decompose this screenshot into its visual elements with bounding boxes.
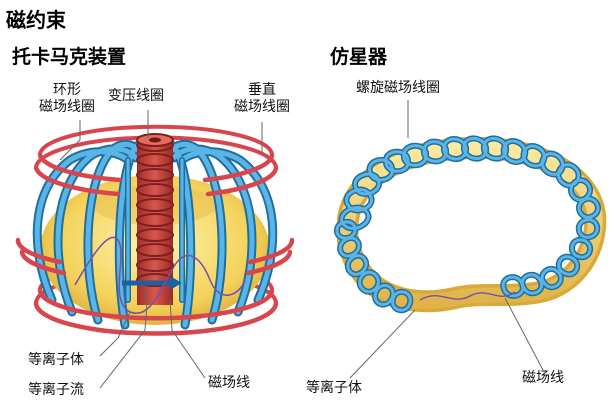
leader-stellarator-field-line xyxy=(504,297,544,371)
leader-plasma-current xyxy=(99,289,149,389)
label-transformer-coil: 变压线圈 xyxy=(108,88,164,104)
label-tokamak-plasma: 等离子体 xyxy=(28,352,84,368)
vertical-coils-front xyxy=(15,152,295,336)
plasma-current-arrow xyxy=(122,276,182,290)
stellarator-field-line xyxy=(419,291,516,301)
label-toroidal-coil: 环形 磁场线圈 xyxy=(30,82,104,116)
label-stellarator-field-line: 磁场线 xyxy=(522,370,564,386)
stellarator-plasma-tube xyxy=(336,136,607,313)
leader-toroidal-coil xyxy=(59,120,81,161)
label-vertical-coil: 垂直 磁场线圈 xyxy=(220,82,304,116)
leader-tokamak-field-line xyxy=(169,299,206,379)
stellarator-device xyxy=(334,135,607,314)
leader-lines xyxy=(59,100,544,389)
leader-tokamak-plasma xyxy=(99,311,131,357)
tokamak-field-line xyxy=(74,236,246,315)
leader-stellarator-plasma xyxy=(349,309,416,379)
label-stellarator-plasma: 等离子体 xyxy=(306,380,362,396)
tokamak-device xyxy=(15,124,295,336)
label-vertical-coil-line2: 磁场线圈 xyxy=(234,99,290,115)
label-plasma-current: 等离子流 xyxy=(28,382,84,398)
label-helical-coil: 螺旋磁场线圈 xyxy=(356,80,440,96)
label-tokamak-field-line: 磁场线 xyxy=(208,375,250,391)
label-toroidal-coil-line2: 磁场线圈 xyxy=(39,99,95,115)
helical-field-coils xyxy=(334,135,601,314)
tokamak-title: 托卡马克装置 xyxy=(12,46,127,68)
stellarator-title: 仿星器 xyxy=(330,46,388,68)
main-title: 磁约束 xyxy=(6,8,66,32)
label-vertical-coil-line1: 垂直 xyxy=(248,82,276,98)
label-toroidal-coil-line1: 环形 xyxy=(53,82,81,98)
